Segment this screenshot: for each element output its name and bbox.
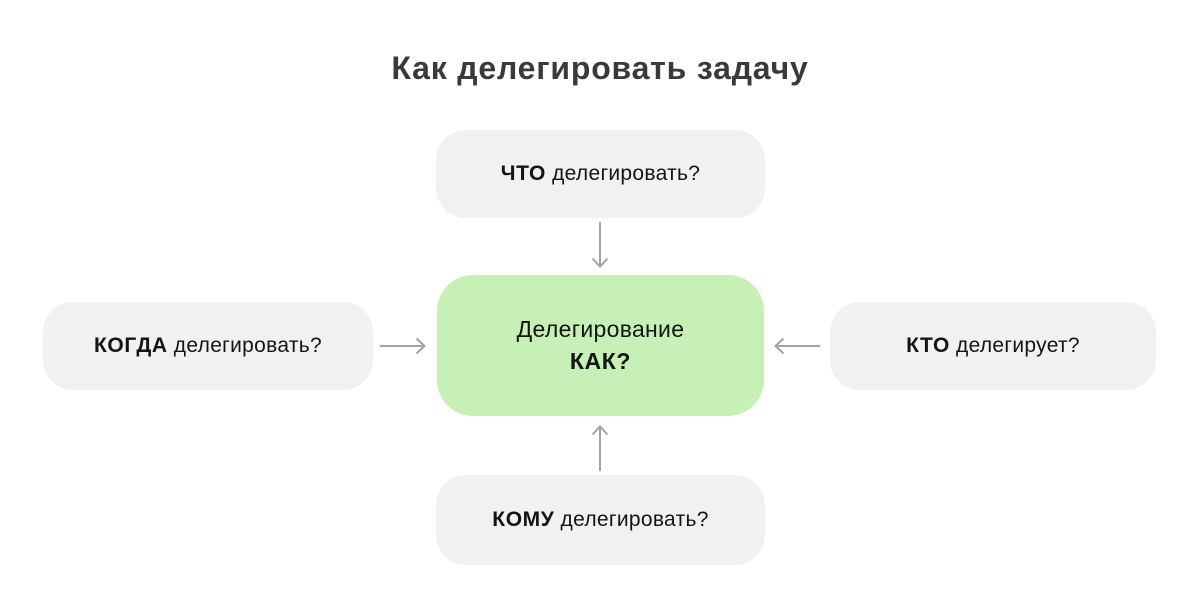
box-whom-emphasis: КОМУ [492, 508, 555, 531]
box-whom-to-delegate: КОМУ делегировать? [436, 475, 765, 565]
arrow-down-icon [591, 222, 609, 268]
box-what-text: делегировать? [545, 162, 701, 185]
box-what-to-delegate: ЧТО делегировать? [436, 130, 765, 218]
arrow-left-icon [774, 337, 820, 355]
box-whom-text: делегировать? [554, 508, 709, 531]
center-box-line2: КАК? [569, 348, 632, 374]
box-when-emphasis: КОГДА [94, 334, 168, 357]
box-when-to-delegate: КОГДА делегировать? [43, 302, 373, 390]
page-title: Как делегировать задачу [391, 50, 809, 86]
box-when-text: делегировать? [167, 334, 322, 357]
center-box-line1: Делегирование [516, 316, 685, 342]
box-who-delegates: КТО делегирует? [830, 302, 1156, 390]
box-who-text: делегирует? [949, 334, 1080, 357]
arrow-right-icon [380, 337, 426, 355]
box-what-emphasis: ЧТО [500, 162, 546, 185]
box-delegation-how: Делегирование КАК? [437, 275, 764, 416]
box-who-emphasis: КТО [906, 334, 950, 357]
arrow-up-icon [591, 425, 609, 471]
